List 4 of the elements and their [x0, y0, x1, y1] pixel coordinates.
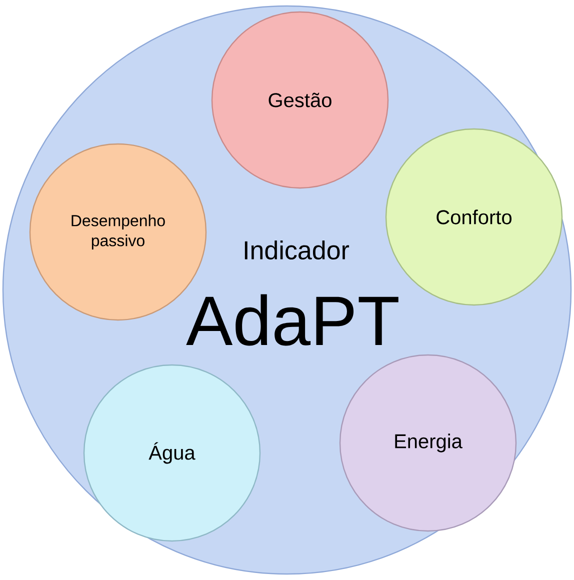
circle-node: Água [83, 364, 261, 542]
circle-node: Energia [339, 354, 517, 532]
circle-node: Gestão [211, 11, 389, 189]
circle-label: Indicador [244, 240, 350, 260]
